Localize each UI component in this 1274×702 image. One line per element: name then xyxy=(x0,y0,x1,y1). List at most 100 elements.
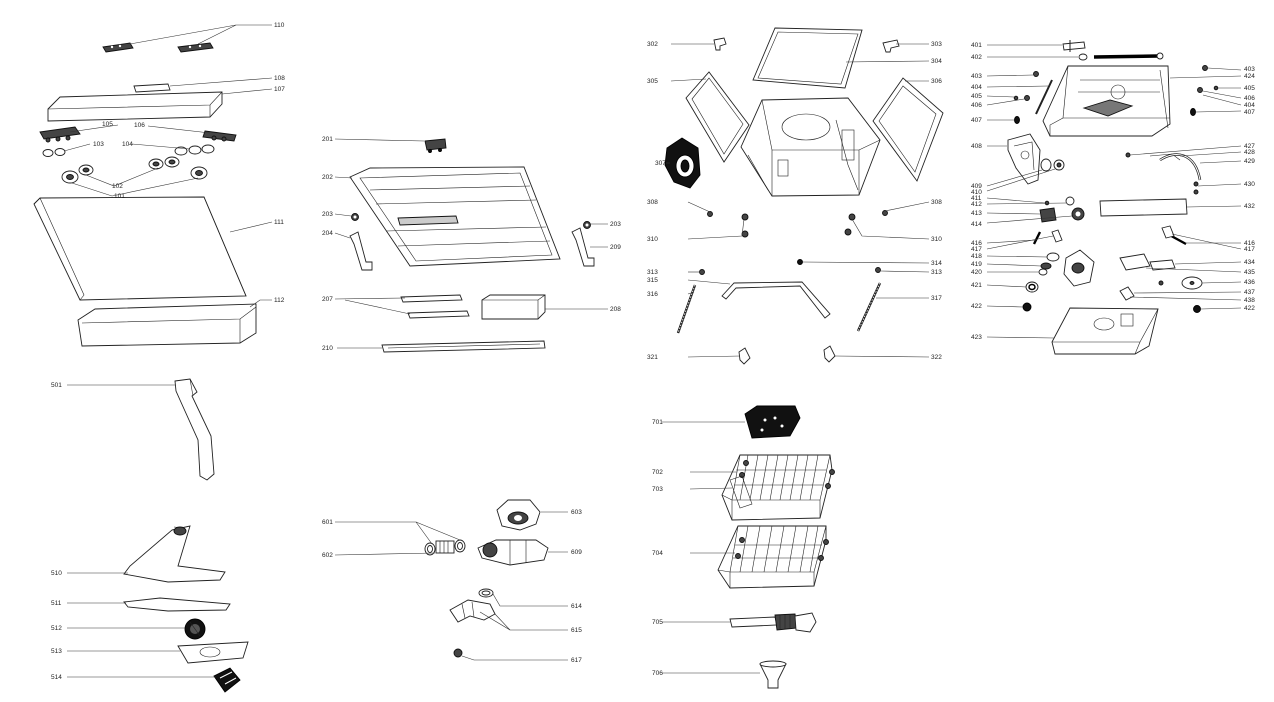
part-110-brackets xyxy=(102,42,214,53)
callout-302: 302 xyxy=(647,41,658,48)
callout-701: 701 xyxy=(652,419,663,426)
part-410-seal xyxy=(1053,159,1065,171)
part-435-436-disc xyxy=(1158,276,1203,290)
group-100-door-panel xyxy=(33,24,273,347)
callout-313-right: 313 xyxy=(931,269,942,276)
part-321-hinge xyxy=(738,347,751,365)
part-603-pump xyxy=(496,499,541,531)
callout-511: 511 xyxy=(51,600,62,607)
group-700-baskets xyxy=(662,405,835,689)
callout-704: 704 xyxy=(652,550,663,557)
part-422-feet xyxy=(1022,302,1201,313)
part-112-kickplate xyxy=(77,303,257,347)
callout-308-right: 308 xyxy=(931,199,942,206)
part-209-hinge xyxy=(571,227,595,267)
part-432-rail xyxy=(1099,198,1188,217)
part-314-nut xyxy=(797,259,803,265)
part-204-hinge xyxy=(349,231,373,271)
callout-402: 402 xyxy=(971,54,982,61)
callout-310-right: 310 xyxy=(931,236,942,243)
callout-406-left: 406 xyxy=(971,102,982,109)
callout-702: 702 xyxy=(652,469,663,476)
part-308-screws xyxy=(707,210,888,217)
callout-406-right: 406 xyxy=(1244,95,1255,102)
part-306-right-panel xyxy=(872,77,944,182)
part-313-nut-right xyxy=(875,267,881,273)
callout-107: 107 xyxy=(274,86,285,93)
callout-424: 424 xyxy=(1244,73,1255,80)
callout-414: 414 xyxy=(971,221,982,228)
part-408-pump-bracket xyxy=(1007,133,1041,185)
group-500-spray-arms xyxy=(67,378,249,693)
callout-106: 106 xyxy=(134,122,145,129)
part-310-bolts xyxy=(741,213,856,238)
part-434-filter xyxy=(1119,253,1176,271)
callout-404-right: 404 xyxy=(1244,102,1255,109)
callout-409: 409 xyxy=(971,183,982,190)
callout-315: 315 xyxy=(647,277,658,284)
callout-303: 303 xyxy=(931,41,942,48)
callout-111: 111 xyxy=(274,219,284,226)
part-512-filter xyxy=(184,618,206,640)
callout-705: 705 xyxy=(652,619,663,626)
callout-412: 412 xyxy=(971,201,982,208)
callout-101: 101 xyxy=(114,193,125,200)
callout-434: 434 xyxy=(1244,259,1255,266)
part-609-motor xyxy=(477,539,549,566)
callout-408: 408 xyxy=(971,143,982,150)
callout-512: 512 xyxy=(51,625,62,632)
part-403-screws xyxy=(1033,65,1208,77)
part-106-button-strip xyxy=(202,130,237,142)
group-300-tub xyxy=(664,27,944,365)
callout-438: 438 xyxy=(1244,297,1255,304)
callout-513: 513 xyxy=(51,648,62,655)
part-105-button-strip xyxy=(39,126,81,143)
part-705-spray-pipe xyxy=(729,612,817,633)
part-315-frame xyxy=(721,281,831,319)
callout-430: 430 xyxy=(1244,181,1255,188)
callout-416-right: 416 xyxy=(1244,240,1255,247)
callout-514: 514 xyxy=(51,674,62,681)
part-111-outer-door xyxy=(33,196,247,301)
part-510-lower-spray-arm xyxy=(123,525,226,583)
callout-110: 110 xyxy=(274,22,285,29)
callout-407-right: 407 xyxy=(1244,109,1255,116)
part-511-upper-spray-arm xyxy=(123,597,231,612)
part-617-plug xyxy=(453,648,463,658)
callout-307: 307 xyxy=(655,160,666,167)
callout-304: 304 xyxy=(931,58,942,65)
part-430-clips xyxy=(1193,181,1199,195)
part-202-inner-door xyxy=(349,166,561,267)
callout-321: 321 xyxy=(647,354,658,361)
callout-416-left: 416 xyxy=(971,240,982,247)
callout-617: 617 xyxy=(571,657,582,664)
part-102-knobs xyxy=(78,156,180,176)
group-400-base xyxy=(986,40,1242,355)
part-201-clip xyxy=(424,138,447,153)
callout-420: 420 xyxy=(971,269,982,276)
part-614-ring xyxy=(478,588,494,598)
callout-422-left: 422 xyxy=(971,303,982,310)
part-313-nut-left xyxy=(699,269,705,275)
part-427-428-429-hoses xyxy=(1125,152,1202,181)
callout-703: 703 xyxy=(652,486,663,493)
callout-437: 437 xyxy=(1244,289,1255,296)
part-706-cap xyxy=(759,660,787,689)
part-437-438-clips xyxy=(1119,286,1135,301)
part-416-417-springs xyxy=(1032,225,1187,246)
part-210-gasket xyxy=(381,340,546,353)
callout-401: 401 xyxy=(971,42,982,49)
callout-405-right: 405 xyxy=(1244,85,1255,92)
part-208-detergent-box xyxy=(481,294,546,320)
callout-435: 435 xyxy=(1244,269,1255,276)
callout-602: 602 xyxy=(322,552,333,559)
part-305-left-panel xyxy=(685,71,750,163)
group-200-inner-door xyxy=(334,138,608,353)
part-409-seal xyxy=(1040,158,1052,172)
callout-403-left: 403 xyxy=(971,73,982,80)
part-513-filter-plate xyxy=(177,641,249,664)
callout-310-left: 310 xyxy=(647,236,658,243)
callout-501: 501 xyxy=(51,382,62,389)
callout-615: 615 xyxy=(571,627,582,634)
part-304-top-panel xyxy=(752,27,863,89)
